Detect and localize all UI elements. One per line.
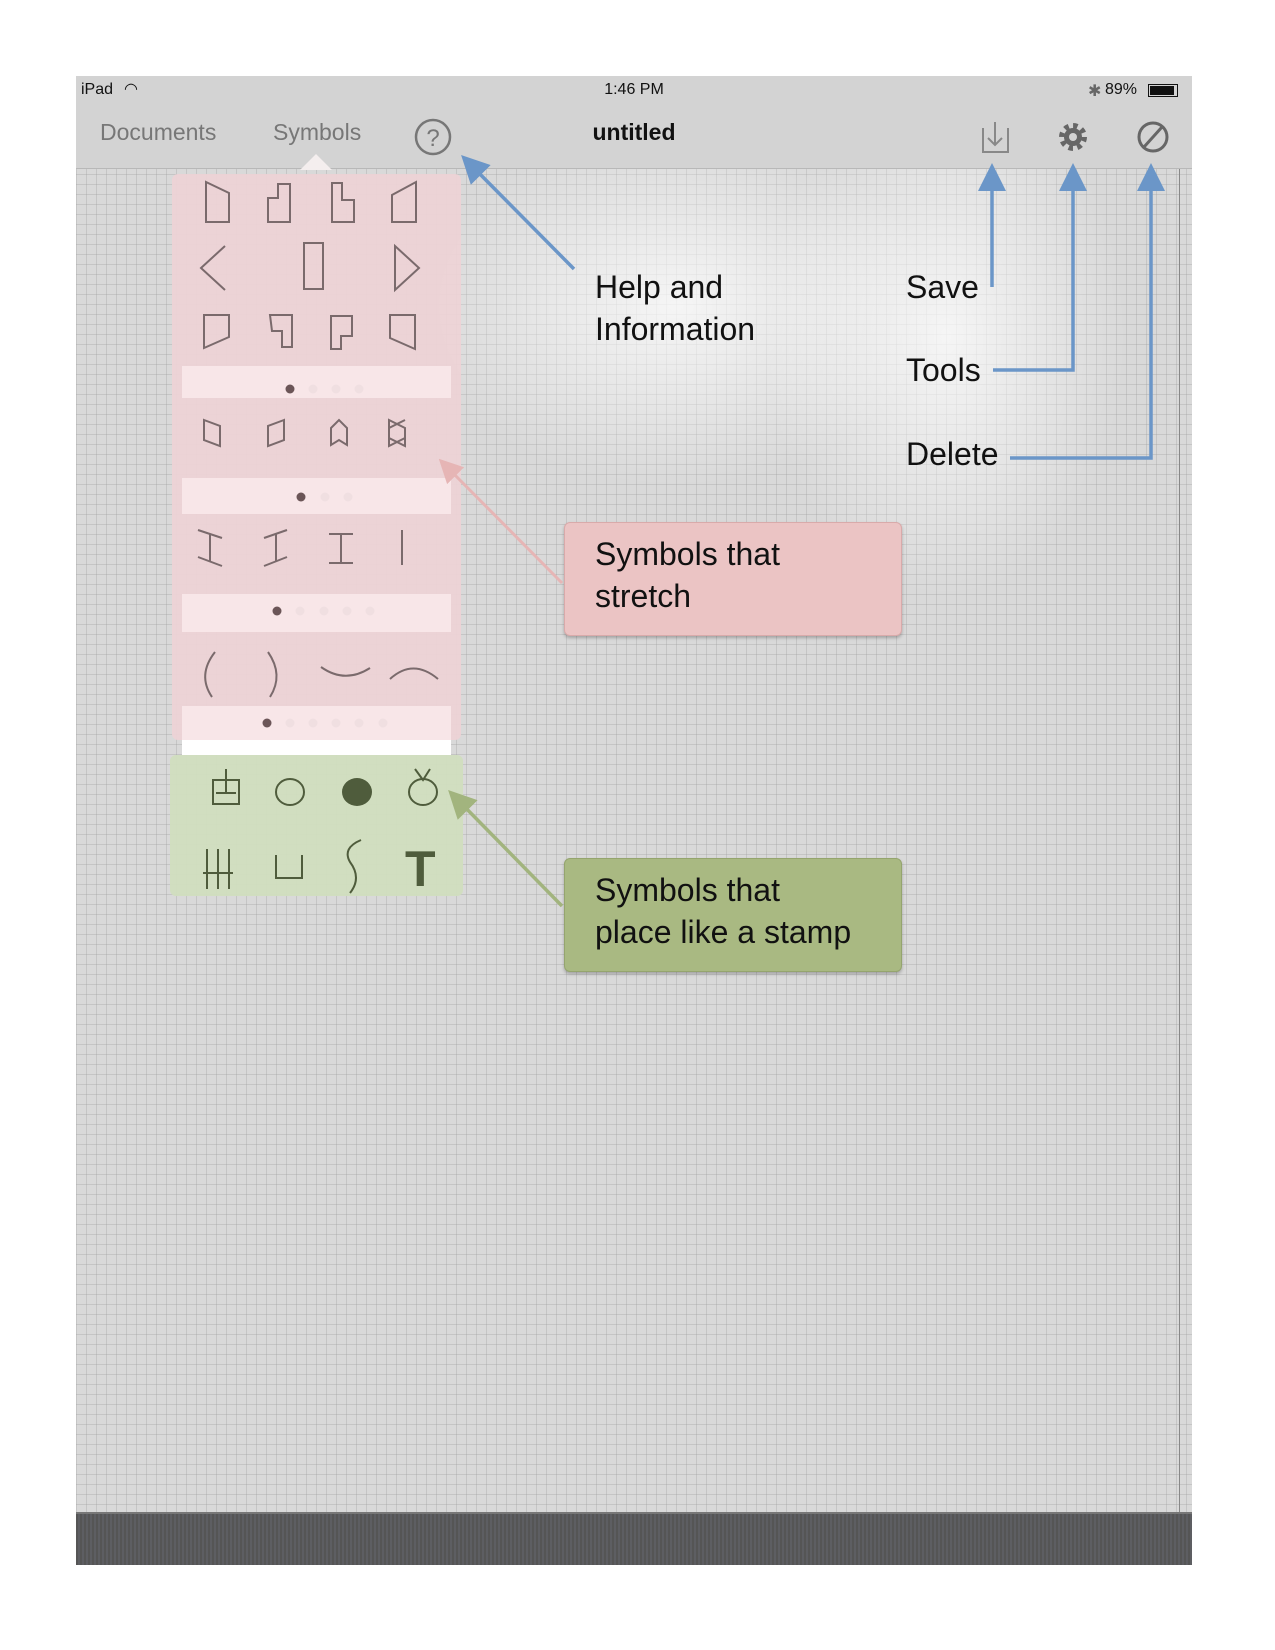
smile-arc-symbol[interactable] [320, 666, 371, 677]
tab-symbols[interactable]: Symbols [273, 119, 362, 145]
pager-dot[interactable] [308, 718, 318, 728]
help-arrow [461, 155, 576, 271]
left-paren-symbol[interactable] [204, 651, 216, 698]
pager-band [182, 594, 451, 632]
device-label: iPad [81, 81, 114, 98]
stretch-symbols-panel [172, 174, 461, 740]
nav-bar: Documents Symbols untitled [76, 105, 1192, 169]
i-beam-symbol[interactable] [329, 533, 353, 564]
folded-symbol[interactable] [388, 418, 406, 448]
right-triangle-symbol[interactable] [394, 243, 421, 293]
slanted-beam-symbol[interactable] [197, 529, 223, 567]
parallelogram-right-symbol[interactable] [203, 418, 221, 448]
trapezoid-left-symbol[interactable] [391, 180, 417, 223]
bluetooth-icon: ✱ [1088, 83, 1102, 100]
pager-dot[interactable] [319, 606, 329, 616]
pager-dot[interactable] [295, 606, 305, 616]
tab-documents[interactable]: Documents [100, 119, 217, 145]
stretch-arrow [438, 458, 564, 585]
pager-dot-active[interactable] [285, 384, 295, 394]
frown-arc-symbol[interactable] [389, 667, 439, 680]
clock: 1:46 PM [604, 81, 664, 98]
stretch-callout-line1: Symbols that [595, 536, 780, 572]
notch-right-symbol[interactable] [330, 315, 353, 350]
pager-dot[interactable] [331, 384, 341, 394]
battery-percent: 89% [1105, 81, 1138, 98]
bookmark-symbol[interactable] [330, 418, 348, 447]
pager-band [182, 366, 451, 398]
fence-symbol[interactable] [203, 849, 233, 889]
notch-left-symbol[interactable] [268, 314, 293, 348]
stamp-callout-line1: Symbols that [595, 872, 780, 908]
pager-dot[interactable] [285, 718, 295, 728]
tools-annotation: Tools [906, 352, 981, 388]
stamp-callout: Symbols that place like a stamp [564, 858, 902, 972]
popover-notch [300, 154, 332, 170]
help-annotation-line1: Help and [595, 269, 724, 305]
panel-divider [182, 740, 451, 755]
help-annotation: Help and Information [595, 266, 755, 350]
status-bar: iPad ◠ 1:46 PM ✱ 89% [76, 76, 1192, 105]
rectangle-symbol[interactable] [303, 242, 324, 290]
step-right-symbol[interactable] [331, 182, 355, 223]
document-title: untitled [592, 119, 676, 145]
text-stamp-symbol[interactable]: T [405, 841, 436, 897]
pager-dot[interactable] [331, 718, 341, 728]
pager-dot[interactable] [365, 606, 375, 616]
box-post-symbol[interactable] [212, 769, 240, 805]
pager-dot[interactable] [354, 384, 364, 394]
pager-band [182, 478, 451, 514]
stretch-callout: Symbols that stretch [564, 522, 902, 636]
gear-icon[interactable] [1059, 123, 1087, 151]
right-paren-symbol[interactable] [267, 651, 278, 698]
filled-circle-symbol[interactable] [342, 778, 372, 806]
svg-text:?: ? [426, 125, 439, 152]
help-icon[interactable]: ? [414, 118, 452, 156]
pager-dot[interactable] [378, 718, 388, 728]
tomato-symbol[interactable] [408, 778, 438, 806]
circle-outline-symbol[interactable] [275, 778, 305, 806]
wifi-icon: ◠ [124, 81, 138, 98]
trapezoid-right-symbol[interactable] [205, 180, 230, 223]
parallelogram-left-symbol[interactable] [267, 418, 285, 448]
pager-dot-active[interactable] [272, 606, 282, 616]
tomato-stem [414, 768, 431, 782]
delete-annotation: Delete [906, 436, 999, 472]
pager-dot[interactable] [354, 718, 364, 728]
pager-dots [262, 384, 388, 728]
bottom-bar [76, 1512, 1192, 1565]
annotation-arrows [461, 155, 1165, 460]
delete-icon[interactable] [1137, 121, 1169, 153]
delete-arrow [1010, 163, 1165, 460]
stamp-arrow [448, 790, 564, 908]
stamp-callout-line2: place like a stamp [595, 914, 852, 950]
left-triangle-symbol[interactable] [199, 245, 226, 291]
pager-dot[interactable] [308, 384, 318, 394]
pager-dot-active[interactable] [296, 492, 306, 502]
pager-dot[interactable] [320, 492, 330, 502]
pager-dot[interactable] [342, 606, 352, 616]
battery-icon [1148, 84, 1178, 97]
pager-dot[interactable] [343, 492, 353, 502]
page-edge [1179, 169, 1180, 1512]
save-annotation: Save [906, 269, 979, 305]
trapezoid-down-left-symbol[interactable] [389, 314, 416, 351]
save-icon[interactable] [982, 122, 1009, 153]
slanted-beam-alt-symbol[interactable] [263, 529, 288, 567]
help-annotation-line2: Information [595, 311, 756, 347]
tools-arrow [993, 163, 1087, 372]
trapezoid-down-right-symbol[interactable] [203, 314, 230, 350]
step-left-symbol[interactable] [267, 183, 291, 223]
pager-dot-active[interactable] [262, 718, 272, 728]
s-curve-symbol[interactable] [346, 839, 362, 894]
stretch-callout-line2: stretch [595, 578, 692, 614]
u-channel-symbol[interactable] [275, 855, 303, 879]
